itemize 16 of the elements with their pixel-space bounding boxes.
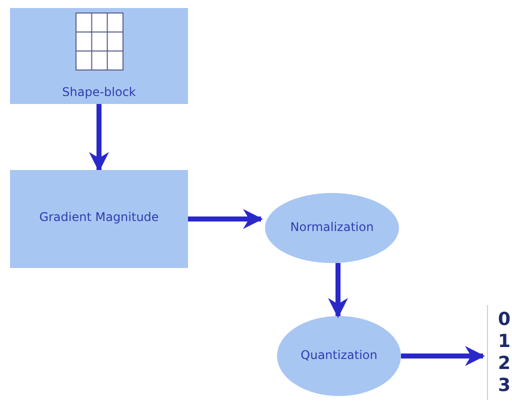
node-label: Shape-block bbox=[61, 85, 137, 99]
process-box bbox=[10, 170, 188, 268]
output-value: 2 bbox=[498, 353, 511, 375]
arrow bbox=[401, 346, 485, 366]
arrow bbox=[188, 209, 263, 229]
node-label: Normalization bbox=[289, 220, 375, 234]
node-label: Quantization bbox=[300, 348, 378, 362]
arrow bbox=[89, 104, 109, 172]
output-list bbox=[487, 305, 512, 400]
process-ellipse bbox=[277, 316, 401, 396]
output-value: 0 bbox=[498, 309, 511, 331]
node-label: Gradient Magnitude bbox=[38, 210, 160, 224]
output-value: 1 bbox=[498, 331, 511, 353]
arrow bbox=[328, 263, 348, 318]
output-value: 3 bbox=[498, 375, 511, 397]
process-ellipse bbox=[265, 193, 399, 263]
